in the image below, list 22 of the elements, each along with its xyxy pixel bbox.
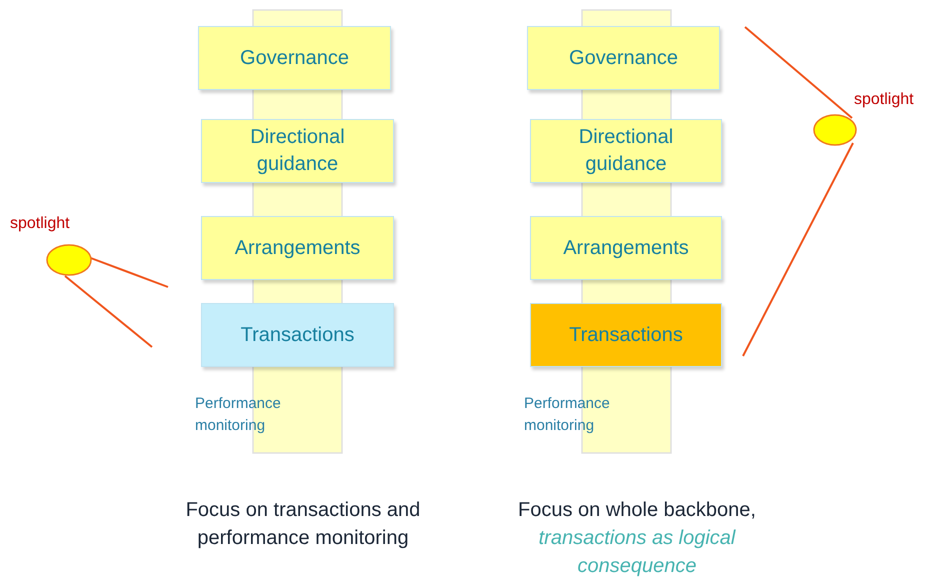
layer-box xyxy=(530,216,722,280)
layer-box xyxy=(527,26,720,90)
layer-box xyxy=(201,216,394,280)
layer-label: Arrangements xyxy=(563,236,689,260)
layer-box xyxy=(198,26,391,90)
layer-label: Transactions xyxy=(569,322,683,348)
layer-box xyxy=(201,119,394,183)
caption: Focus on transactions and performance monitoring xyxy=(184,498,422,551)
layer-label: Directional guidance xyxy=(578,125,674,177)
layer-label: Directional guidance xyxy=(249,125,346,177)
layer-label: Governance xyxy=(569,46,678,70)
caption: Focus on whole backbone, transactions as logical consequence xyxy=(517,498,757,579)
band-label: Performance monitoring xyxy=(524,394,611,436)
layer-box xyxy=(201,303,394,367)
layer-box xyxy=(530,303,722,367)
spotlight-label: spotlight xyxy=(854,90,914,110)
layer-label: Transactions xyxy=(240,322,354,348)
spotlight-label: spotlight xyxy=(10,214,70,234)
layer-box xyxy=(530,119,722,183)
layer-label: Governance xyxy=(240,46,349,70)
layer-label: Arrangements xyxy=(234,236,360,260)
band-label: Performance monitoring xyxy=(195,394,282,436)
